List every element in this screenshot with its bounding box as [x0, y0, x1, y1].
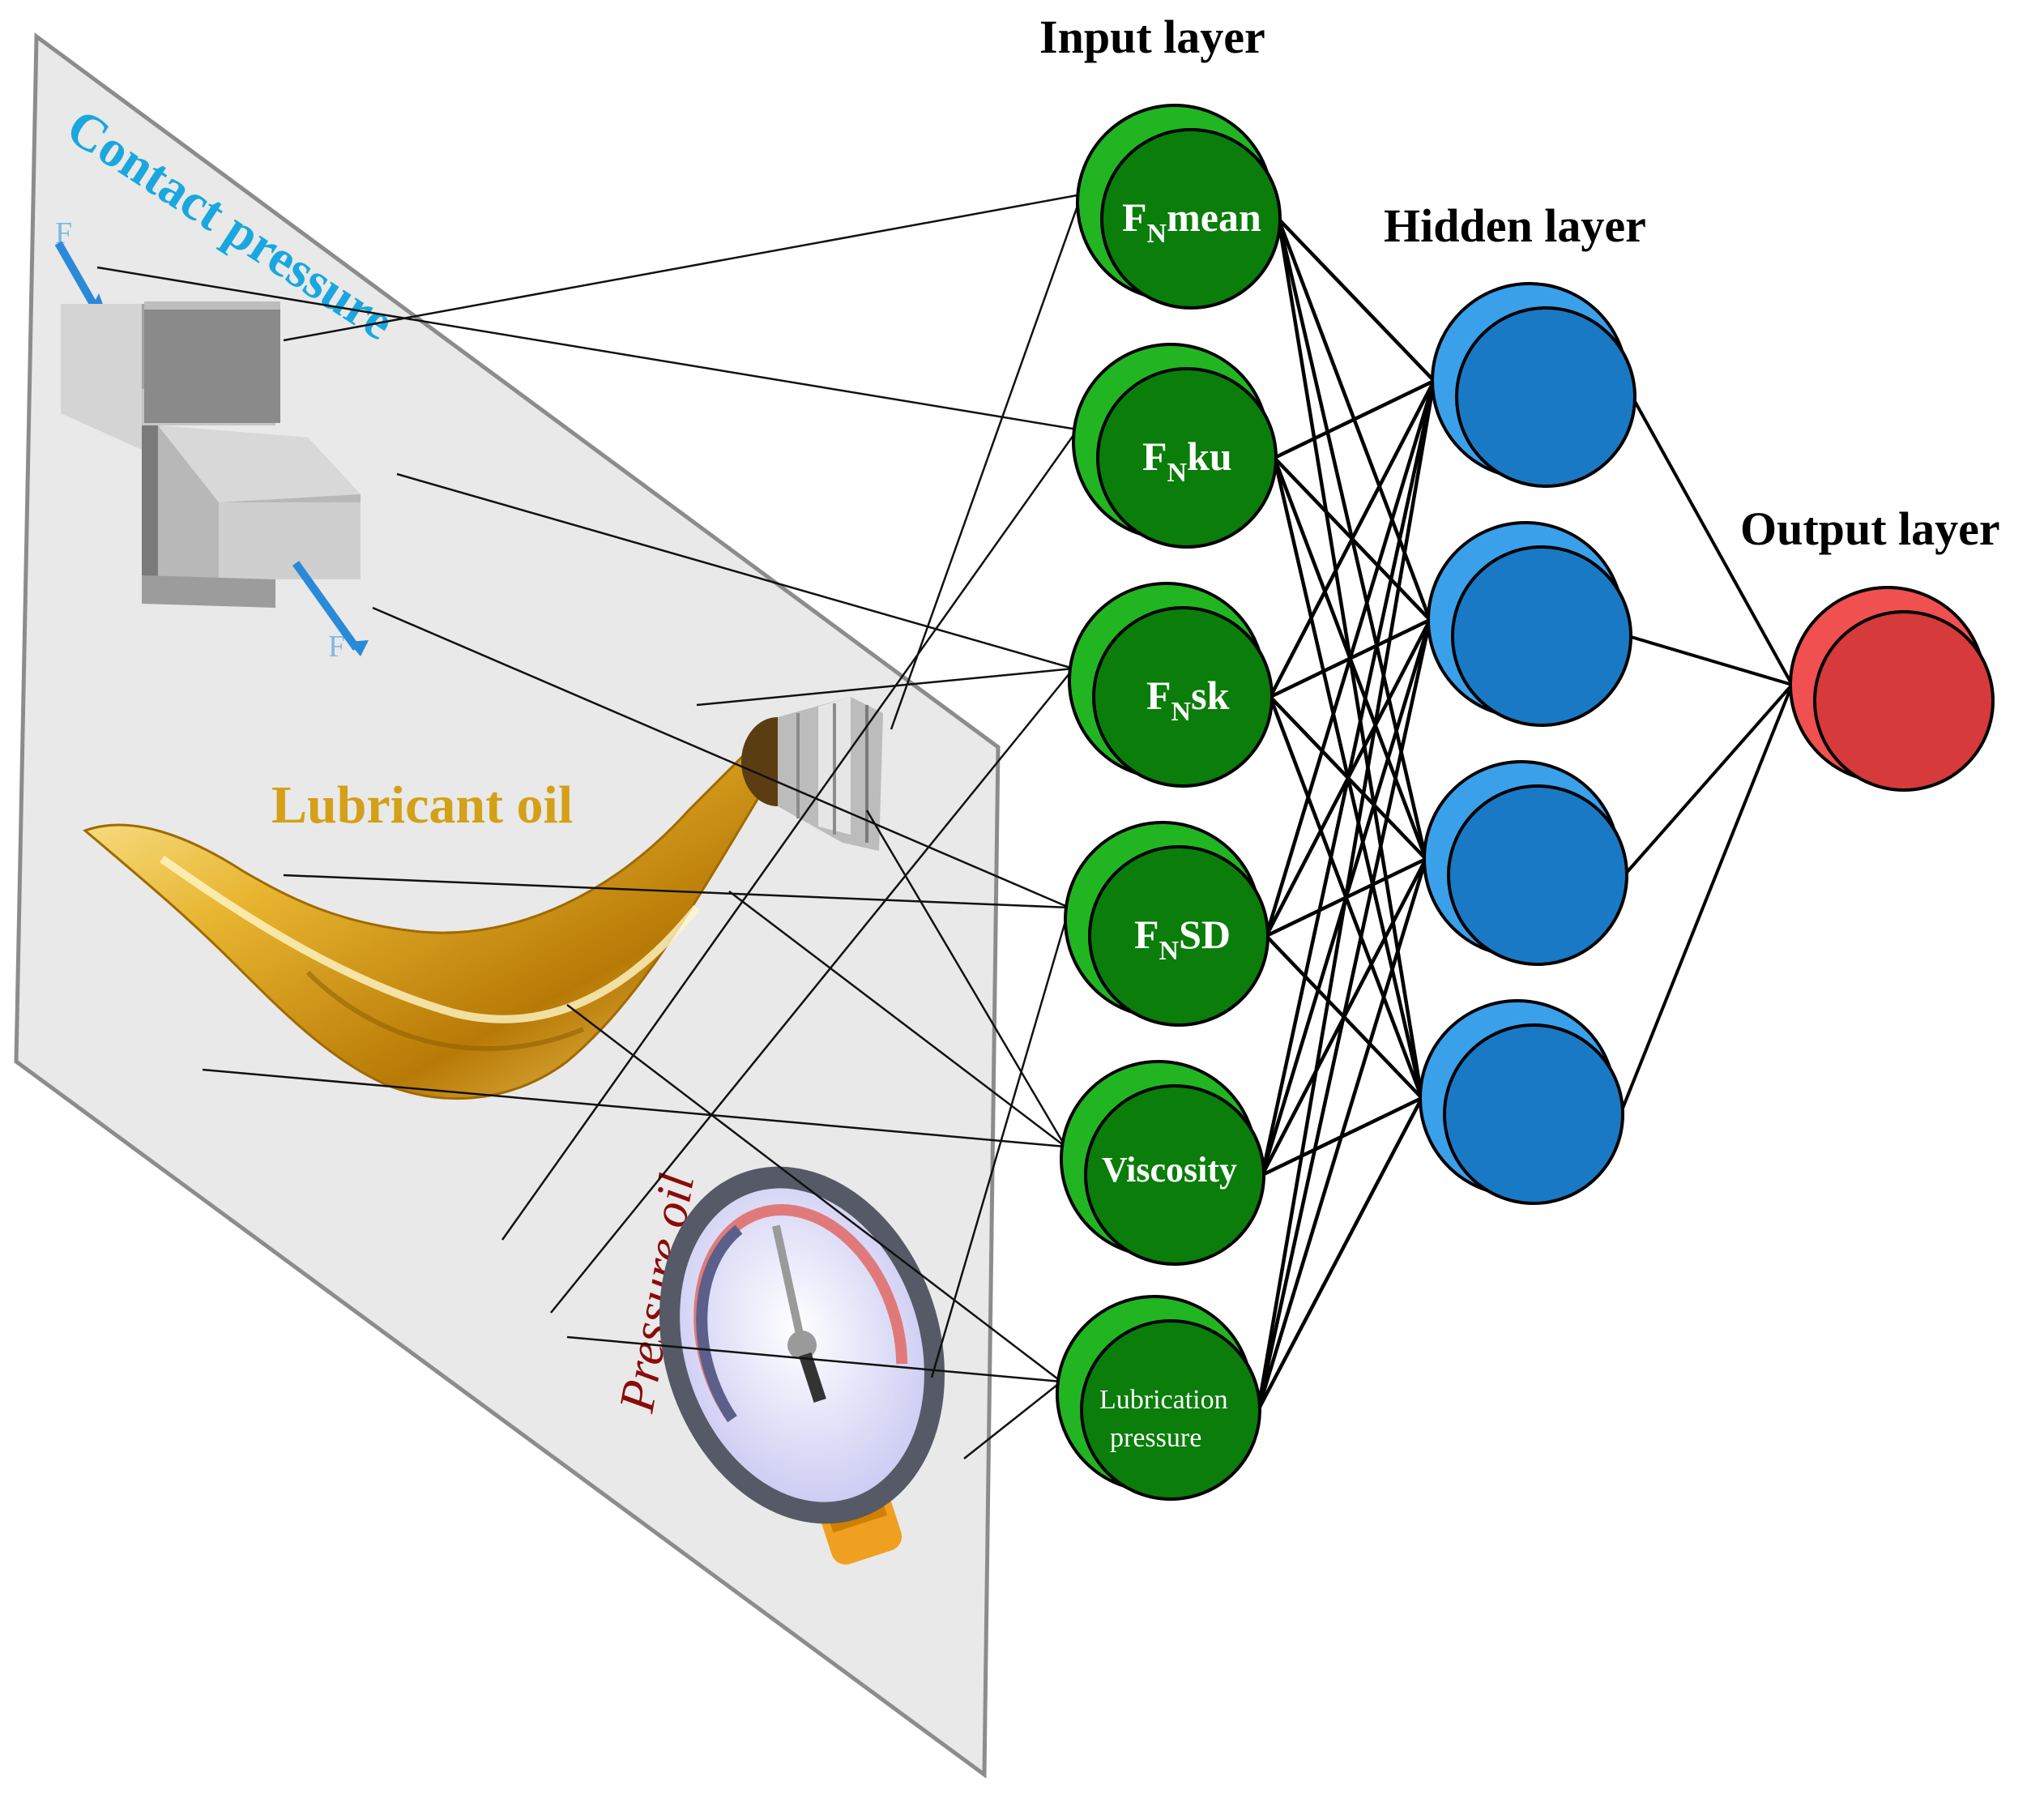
input-node-fn-sk: FNsk	[1068, 582, 1274, 788]
panel-link-13	[728, 891, 1066, 1147]
panel-link-12	[566, 1004, 1062, 1382]
oil-can-icon	[741, 697, 883, 851]
input-node-label-ku: FNku	[1142, 434, 1232, 488]
connection-i6-h2	[1256, 619, 1432, 1411]
hidden-node-4	[1419, 999, 1624, 1205]
hidden-node-2	[1427, 521, 1632, 727]
input-node-label-pressure: pressure	[1110, 1423, 1201, 1453]
input-node-fn-mean: FNmean	[1076, 104, 1282, 310]
connection-i6-h4	[1257, 1096, 1423, 1412]
input-node-label-mean: FNmean	[1122, 194, 1261, 249]
connection-i4-h1	[1264, 380, 1436, 937]
connection-h3-o1	[1623, 683, 1794, 877]
force-arrow-bottom-icon	[292, 561, 369, 656]
input-node-fn-sd: FNSD	[1064, 821, 1269, 1027]
output-layer-title: Output layer	[1740, 502, 2000, 555]
input-node-viscosity: Viscosity	[1060, 1060, 1265, 1266]
hidden-node-1	[1431, 282, 1636, 488]
panel-link-7	[372, 606, 1070, 909]
connection-i1-h1	[1277, 217, 1436, 382]
force-label-top: F	[55, 216, 72, 250]
connection-h4-o1	[1619, 684, 1794, 1115]
hidden-layer-title: Hidden layer	[1384, 199, 1646, 252]
output-node	[1789, 586, 1995, 792]
hidden-layer	[1419, 282, 1636, 1205]
panel-link-15	[963, 1381, 1062, 1459]
connection-i5-h1	[1260, 380, 1436, 1176]
panel-link-9	[501, 429, 1079, 1241]
panel-link-14	[930, 907, 1071, 1378]
panel-link-3	[396, 472, 1074, 670]
input-node-label-lubrication: Lubrication	[1099, 1385, 1228, 1415]
input-hidden-connections	[1256, 217, 1436, 1412]
input-node-label-sk: FNsk	[1146, 673, 1230, 727]
lubricant-oil-label: Lubricant oil	[271, 775, 573, 835]
hidden-node-3	[1423, 760, 1628, 966]
connection-i6-h1	[1256, 380, 1436, 1411]
input-layer-title: Input layer	[1039, 11, 1265, 63]
panel-link-1	[283, 193, 1082, 342]
panel-link-6	[566, 1335, 1062, 1383]
panel-link-8	[890, 194, 1083, 730]
connection-h2-o1	[1628, 634, 1793, 686]
input-node-label-sd: FNSD	[1134, 912, 1231, 966]
panel-link-4	[283, 874, 1070, 909]
contact-blocks-icon	[61, 301, 361, 608]
oil-splash-icon	[83, 719, 792, 1100]
hidden-output-connections	[1619, 396, 1794, 1115]
input-layer: FNmean FNku FNsk FNSD Viscosity Lubricat…	[1056, 104, 1282, 1501]
connection-i2-h1	[1274, 378, 1435, 460]
panel-link-5	[202, 1068, 1066, 1148]
connection-i3-h1	[1269, 379, 1436, 699]
connection-h1-o1	[1631, 396, 1794, 686]
force-label-bottom: F	[328, 630, 345, 664]
panel-link-10	[550, 668, 1074, 1314]
input-node-label-viscosity: Viscosity	[1102, 1150, 1237, 1190]
input-node-lubrication-pressure: Lubrication pressure	[1056, 1295, 1261, 1501]
input-node-fn-ku: FNku	[1072, 343, 1278, 549]
panel-link-11	[865, 810, 1067, 1147]
connection-i6-h3	[1256, 858, 1428, 1411]
panel-connections	[96, 193, 1083, 1459]
panel-link-2	[96, 266, 1078, 431]
pressure-gauge-icon	[659, 1166, 945, 1565]
panel-link-16	[696, 667, 1074, 707]
